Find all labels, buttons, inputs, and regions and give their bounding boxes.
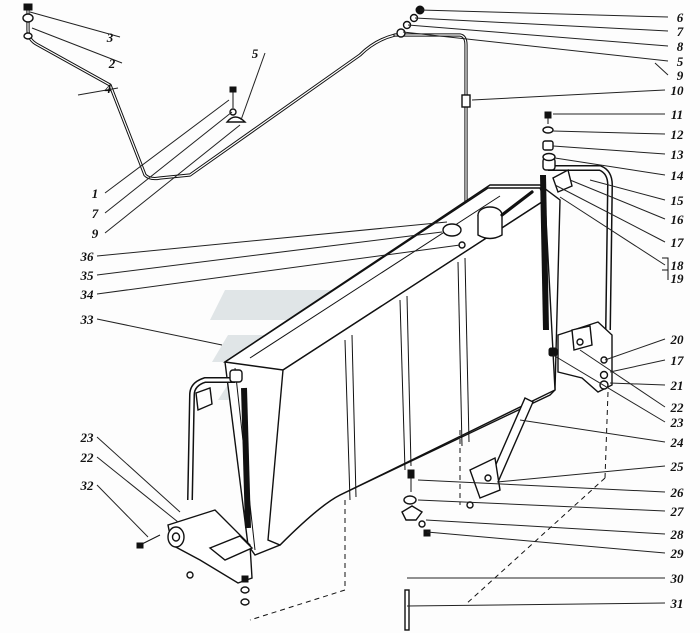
leader-line-16	[569, 179, 666, 220]
callout-label-7: 7	[92, 206, 99, 221]
leader-line-34	[96, 244, 461, 295]
callout-label-10: 10	[671, 83, 685, 98]
leader-line-14	[554, 157, 666, 176]
callout-leaders	[29, 9, 669, 607]
leader-line-9	[654, 62, 669, 76]
callout-label-2: 2	[108, 56, 116, 71]
leader-line-4	[77, 87, 119, 96]
callout-label-27: 27	[670, 504, 685, 519]
callout-label-19: 19	[671, 271, 685, 286]
leader-line-7	[104, 111, 233, 214]
callout-label-31: 31	[670, 596, 684, 611]
leader-line-26	[417, 479, 666, 493]
leader-line-32	[96, 484, 149, 538]
callout-label-26: 26	[670, 485, 685, 500]
leader-line-23	[552, 354, 666, 423]
drain-parts	[401, 469, 431, 631]
callout-brace	[662, 257, 669, 280]
callout-label-21: 21	[670, 378, 684, 393]
leader-line-5	[402, 31, 669, 62]
callout-label-23: 23	[670, 415, 685, 430]
callout-label-8: 8	[677, 39, 684, 54]
leader-line-20	[604, 338, 666, 361]
callout-labels: 3245179678591011121314151617181936353433…	[80, 10, 685, 611]
callout-label-11: 11	[671, 107, 683, 122]
callout-label-3: 3	[106, 30, 114, 45]
callout-label-22: 22	[670, 400, 685, 415]
leader-line-23	[96, 436, 181, 513]
leader-line-7	[414, 17, 669, 32]
leader-line-29	[426, 531, 666, 554]
callout-label-25: 25	[670, 459, 685, 474]
fuel-pipe-left	[22, 3, 397, 181]
leader-line-13	[552, 145, 666, 155]
callout-label-5: 5	[252, 46, 259, 61]
leader-line-22	[579, 349, 666, 408]
callout-label-12: 12	[671, 127, 685, 142]
pipe-clamp-parts	[225, 86, 247, 123]
leader-line-8	[407, 24, 669, 47]
callout-label-9: 9	[677, 68, 684, 83]
callout-label-9: 9	[92, 226, 99, 241]
pipe-fittings-top	[393, 5, 471, 227]
stay-rod	[466, 397, 534, 509]
leader-line-17	[554, 184, 666, 243]
leader-line-24	[519, 419, 666, 443]
callout-label-17: 17	[671, 235, 685, 250]
callout-label-13: 13	[671, 147, 685, 162]
leader-line-12	[552, 130, 666, 135]
leader-line-1	[104, 99, 230, 194]
leader-line-3	[29, 11, 121, 38]
leader-line-27	[417, 499, 666, 512]
leader-line-21	[609, 382, 666, 386]
callout-label-18: 18	[671, 258, 685, 273]
callout-label-36: 36	[80, 249, 95, 264]
leader-line-28	[425, 519, 666, 535]
support-bracket-left	[136, 509, 254, 584]
callout-label-32: 32	[80, 478, 95, 493]
callout-label-1: 1	[92, 186, 99, 201]
callout-label-30: 30	[670, 571, 685, 586]
callout-label-29: 29	[670, 546, 685, 561]
leader-line-31	[406, 602, 666, 607]
callout-label-6: 6	[677, 10, 684, 25]
leader-line-22	[96, 456, 179, 523]
callout-label-33: 33	[80, 312, 95, 327]
leader-line-5	[240, 52, 266, 121]
leader-line-25	[496, 465, 666, 483]
support-bracket-right	[548, 321, 613, 393]
callout-label-23: 23	[80, 430, 95, 445]
tank-strap-left	[187, 369, 251, 529]
callout-label-35: 35	[80, 268, 95, 283]
callout-label-7: 7	[677, 24, 684, 39]
callout-label-4: 4	[104, 81, 112, 96]
leader-line-10	[471, 89, 666, 101]
callout-label-14: 14	[671, 168, 685, 183]
callout-label-22: 22	[80, 450, 95, 465]
callout-label-34: 34	[80, 287, 95, 302]
leader-line-36	[96, 221, 448, 257]
leader-line-17	[609, 359, 666, 373]
lower-fasteners	[240, 575, 250, 606]
leader-line-6	[419, 9, 669, 18]
filler-cap	[477, 190, 534, 240]
callout-label-24: 24	[670, 435, 685, 450]
callout-label-20: 20	[670, 332, 685, 347]
callout-label-28: 28	[670, 527, 685, 542]
leader-line-9	[104, 124, 241, 234]
fuel-sender	[442, 223, 466, 249]
leader-line-33	[96, 318, 223, 346]
leader-line-15	[589, 179, 666, 201]
top-fasteners	[542, 111, 556, 162]
callout-label-16: 16	[671, 212, 685, 227]
leader-line-35	[96, 231, 443, 276]
callout-label-5: 5	[677, 54, 684, 69]
leader-line-18	[559, 196, 666, 266]
leader-line-2	[31, 27, 123, 64]
callout-label-15: 15	[671, 193, 685, 208]
callout-label-17: 17	[671, 353, 685, 368]
fuel-tank-body	[223, 184, 561, 556]
